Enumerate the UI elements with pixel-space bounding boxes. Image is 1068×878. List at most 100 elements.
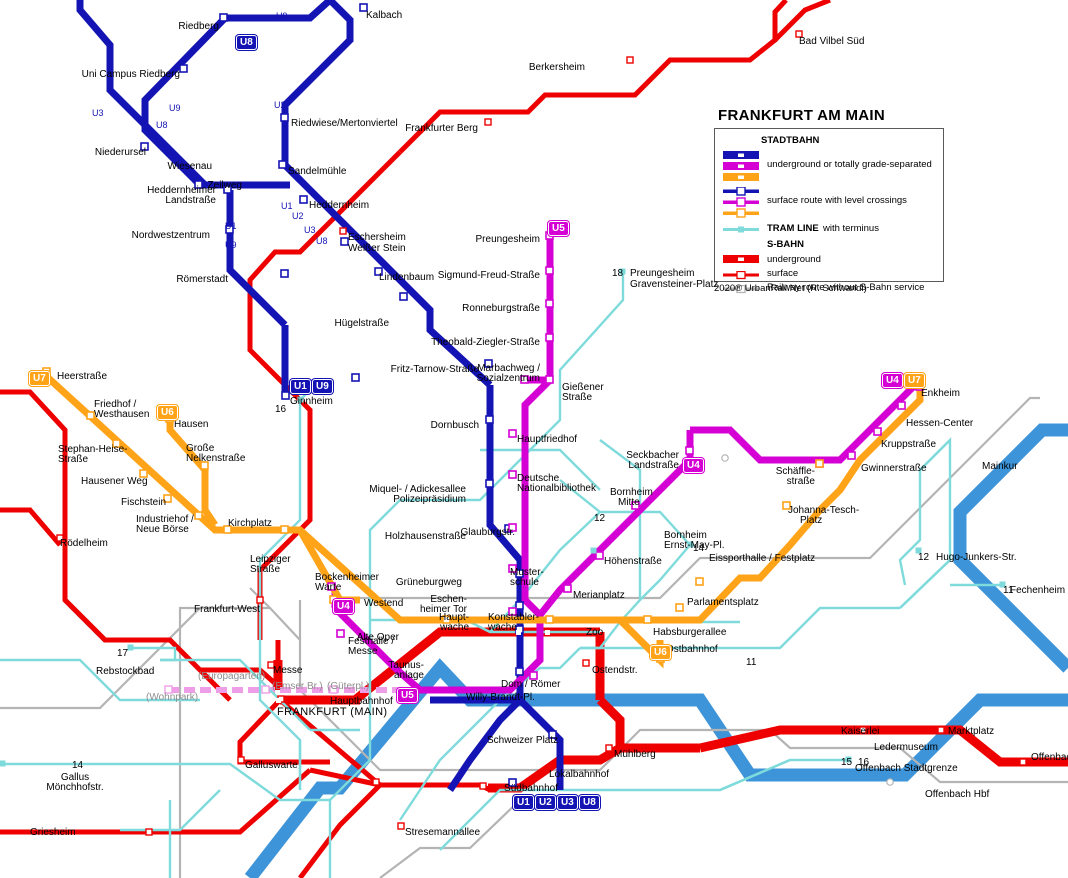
station-label: Warte — [315, 582, 342, 593]
station-label: Polizeipräsidium — [393, 494, 466, 505]
line-badge-u4[interactable]: U4 — [683, 458, 704, 473]
station-label: Krupp­straße — [881, 439, 937, 450]
tram-line-number: 11 — [1003, 585, 1014, 596]
station-label: Bad Vilbel Süd — [799, 36, 865, 47]
station-label: Kirchplatz — [228, 518, 272, 529]
station-markers — [0, 3, 1027, 836]
line-badge-u9[interactable]: U9 — [312, 379, 333, 394]
route-code-label: U2 — [292, 211, 304, 221]
station-label: Stresemannallee — [405, 827, 481, 838]
station-label: Platz — [800, 515, 823, 526]
station-label: Muster- — [510, 567, 544, 578]
station-label: Hessen-Center — [906, 418, 974, 429]
map-title: FRANKFURT AM MAIN — [718, 107, 886, 124]
line-badge-u4[interactable]: U4 — [882, 373, 903, 388]
route-code-label: U2 — [274, 100, 286, 110]
station-label: Marbachweg / — [477, 363, 540, 374]
station-label: Gallus — [60, 772, 90, 783]
station-label: Eissporthalle / Festplatz — [709, 553, 816, 564]
station-label: Nationalbibliothek — [517, 483, 596, 494]
route-code-label: U3 — [92, 108, 104, 118]
tram-line-number: 15 — [841, 757, 853, 768]
station-label: Schweizer Platz — [487, 735, 559, 746]
legend-stadtbahn-heading: STADTBAHN — [761, 135, 820, 146]
station-label: Eschen- — [430, 594, 467, 605]
line-badge-u7[interactable]: U7 — [904, 373, 925, 388]
station-label: Alte Oper — [356, 632, 399, 643]
station-label: Kalbach — [366, 10, 403, 21]
station-label: Festhalle / — [348, 636, 395, 647]
station-label: Hugo-Junkers-Str. — [936, 552, 1017, 563]
line-badge-u5[interactable]: U5 — [397, 688, 418, 703]
station-label: Westhausen — [94, 409, 150, 420]
route-code-label: U1 — [225, 221, 237, 231]
station-label: Offenbach Stadtgrenze — [855, 763, 958, 774]
station-label: Ledermuseum — [874, 742, 938, 753]
station-label: Mitte — [618, 497, 640, 508]
station-label: Messe — [348, 646, 378, 657]
station-label: Zeilweg — [207, 180, 242, 191]
station-label: Fritz-Tarnow-Straße — [390, 364, 479, 375]
line-badge-u4[interactable]: U4 — [333, 599, 354, 614]
station-label: Höhen­straße — [604, 556, 662, 567]
station-label-inactive: (Emser Br.) — [272, 681, 323, 692]
line-badge-u8[interactable]: U8 — [236, 35, 257, 50]
station-label: Haupt- — [438, 612, 469, 623]
station-label: Eschersheim — [348, 232, 406, 243]
line-badge-u6[interactable]: U6 — [157, 405, 178, 420]
station-label: Dornbusch — [430, 420, 479, 431]
tram-line-number: 17 — [117, 648, 129, 659]
legend-row-underground: underground or totally grade-separated — [767, 159, 932, 170]
legend-swatch-railway — [723, 285, 759, 294]
line-badge-u6[interactable]: U6 — [650, 645, 671, 660]
station-label: Rödelheim — [60, 538, 108, 549]
station-label-inactive: (Wohnpark) — [146, 692, 199, 703]
station-label: Grüneburgweg — [395, 577, 462, 588]
station-label: Sandelmühle — [288, 166, 347, 177]
station-label: Dom / Römer — [501, 679, 561, 690]
legend-tram-heading: TRAM LINE — [767, 223, 819, 234]
station-label: Hauptfriedhof — [517, 434, 578, 445]
station-label: anlage — [393, 670, 424, 681]
station-label: Lokalbahnhof — [549, 769, 610, 780]
station-label: Industriehof / — [136, 514, 194, 525]
station-label: Mühlberg — [614, 749, 656, 760]
line-badge-u1[interactable]: U1 — [513, 795, 534, 810]
station-label: Heddernheimer — [147, 185, 216, 196]
line-badge-u1[interactable]: U1 — [290, 379, 311, 394]
city-label: FRANKFURT (MAIN) — [277, 706, 388, 718]
route-code-label: U1 — [281, 201, 293, 211]
station-label: Stephan-Heise- — [58, 444, 128, 455]
legend-swatch-tram — [723, 226, 759, 233]
legend-sbahn-surface: surface — [767, 268, 799, 279]
station-label: Wiesenau — [167, 161, 212, 172]
tram-line-number: 14 — [72, 760, 84, 771]
tram-line-number: 14 — [693, 543, 705, 554]
line-badge-u3[interactable]: U3 — [557, 795, 578, 810]
station-label: Frankfurt-West — [194, 604, 260, 615]
station-label: Römerstadt — [176, 274, 228, 285]
line-badge-u5[interactable]: U5 — [548, 221, 569, 236]
station-label: Fechenheim — [1010, 585, 1066, 596]
line-badge-u8[interactable]: U8 — [579, 795, 600, 810]
station-label: Sigmund-Freud-Straße — [437, 270, 540, 281]
station-label: Hausen — [174, 419, 209, 430]
station-label: Lindenbaum — [379, 272, 435, 283]
station-label: Ernst-May-Pl. — [664, 540, 725, 551]
line-badge-u2[interactable]: U2 — [535, 795, 556, 810]
station-label: Nelkenstraße — [186, 453, 246, 464]
station-label: Mainkur — [982, 461, 1018, 472]
line-badge-u7[interactable]: U7 — [29, 371, 50, 386]
station-label: Uni Campus Riedberg — [81, 69, 180, 80]
station-label: Seckbacher — [626, 450, 679, 461]
station-label: Glauburgstr. — [460, 527, 515, 538]
station-label: Große — [186, 443, 215, 454]
station-label: Ginnheim — [290, 396, 333, 407]
legend-row-surface: surface route with level crossings — [767, 195, 907, 206]
station-label: Riedberg — [178, 21, 219, 32]
station-label: Holzhausenstraße — [384, 531, 466, 542]
station-label: Zoo — [586, 627, 604, 638]
station-label: Straße — [58, 454, 89, 465]
legend-tram-note: with terminus — [823, 223, 879, 234]
